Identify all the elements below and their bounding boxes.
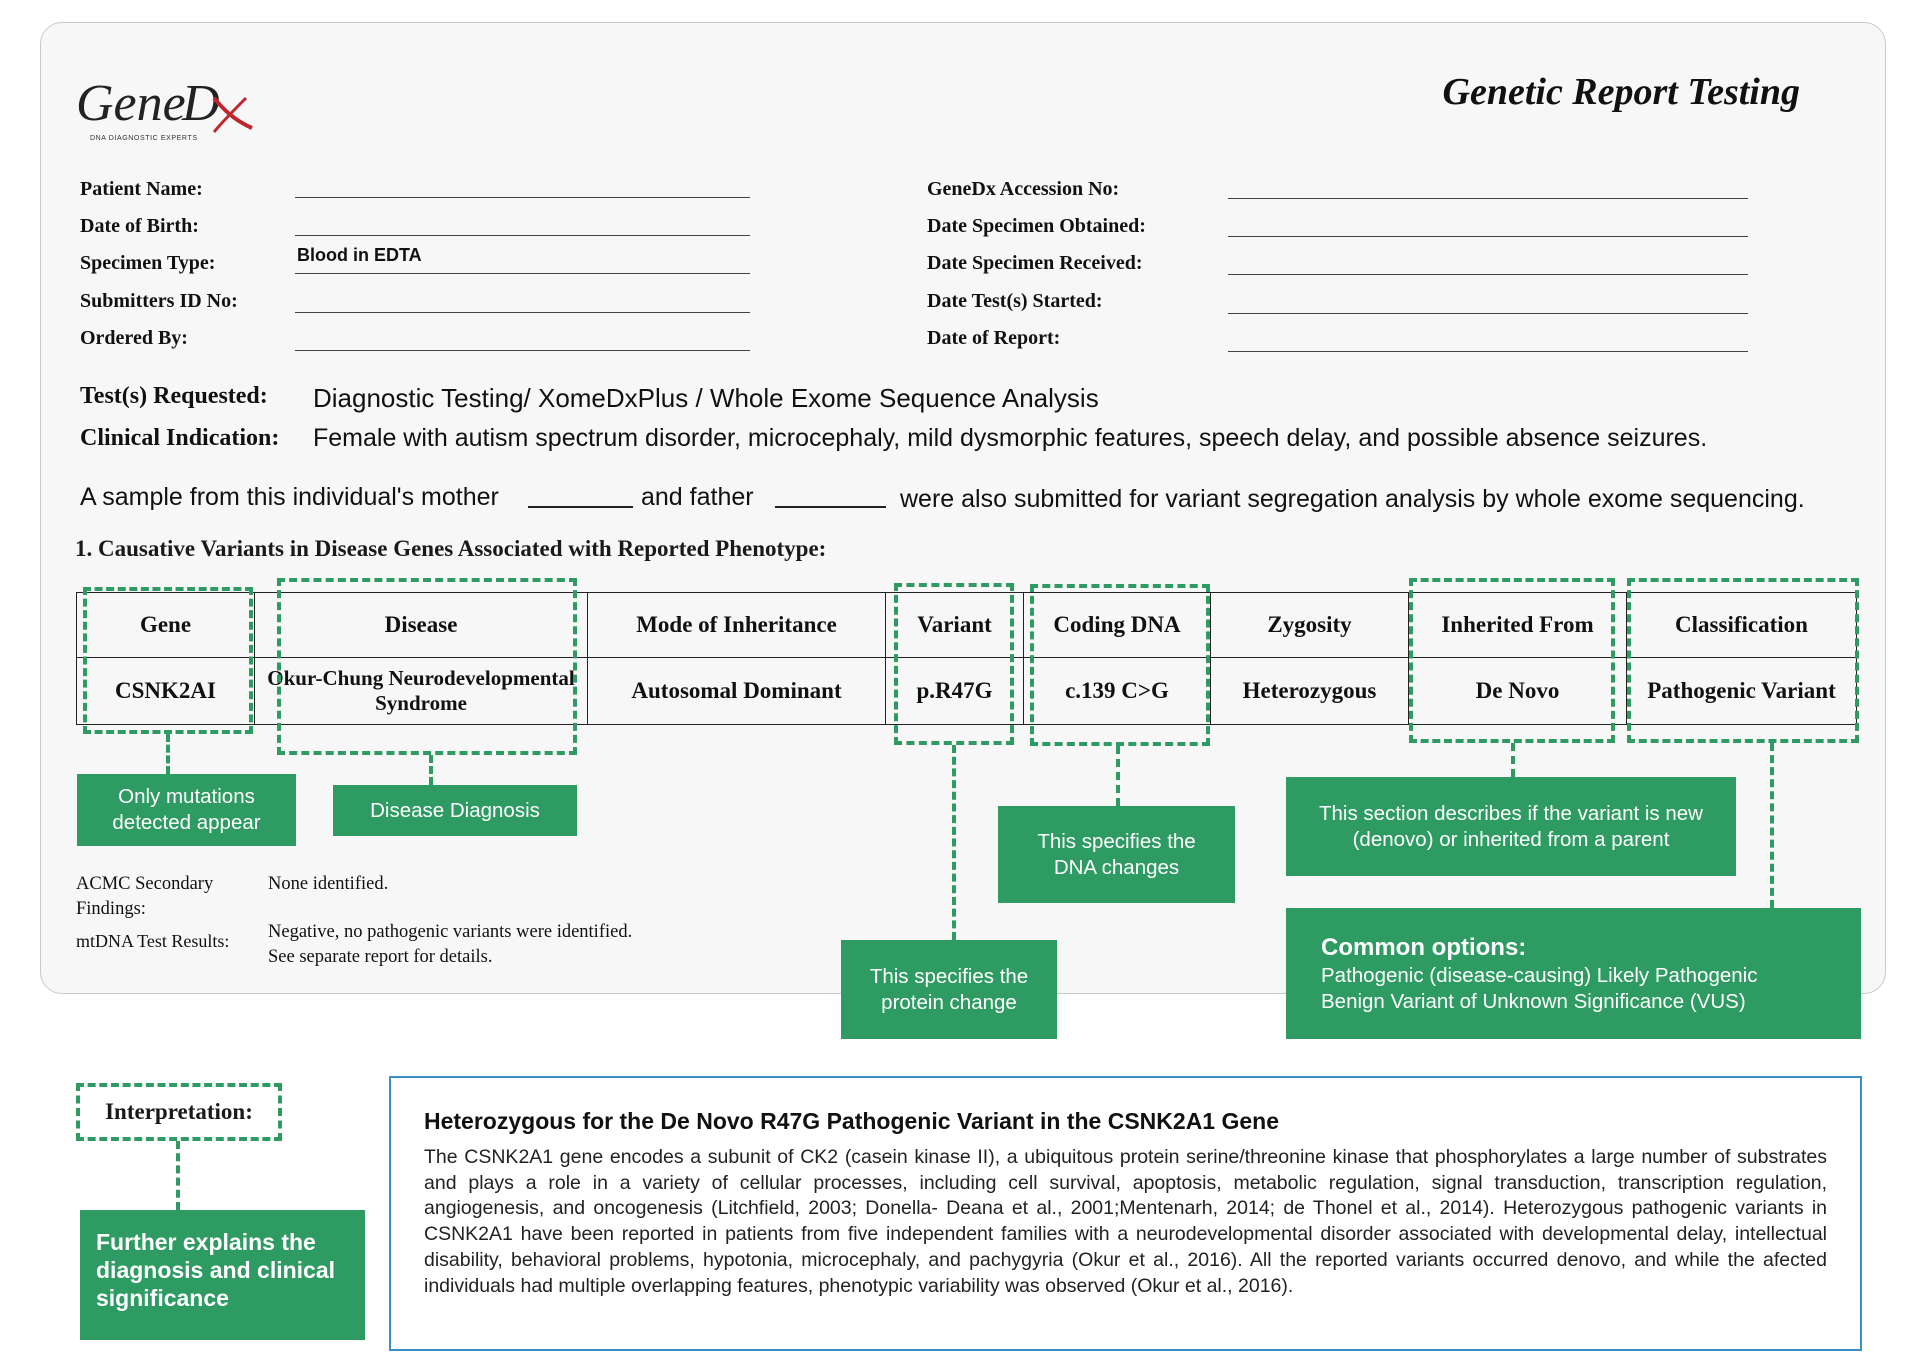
interpretation-body: The CSNK2A1 gene encodes a subunit of CK…: [424, 1146, 1827, 1297]
report-date-label: Date of Report:: [927, 327, 1061, 349]
interpretation-label: Interpretation:: [105, 1099, 253, 1124]
disease-callout-text: Disease Diagnosis: [370, 798, 540, 822]
submitter-id-field[interactable]: [295, 312, 750, 313]
specimen-type-label: Specimen Type:: [80, 252, 216, 274]
mother-sample-blank[interactable]: [528, 506, 633, 508]
tests-requested-value: Diagnostic Testing/ XomeDxPlus / Whole E…: [313, 383, 1099, 413]
classification-connector: [1770, 743, 1774, 908]
inherited-callout: This section describes if the variant is…: [1286, 777, 1736, 876]
genedx-logo: Gene D DNA DIAGNOSTIC EXPERTS: [74, 68, 254, 148]
mtdna-label: mtDNA Test Results:: [76, 931, 230, 951]
interpretation-explain-callout: Further explains the diagnosis and clini…: [80, 1210, 365, 1340]
disease-highlight-box: [277, 578, 577, 755]
gene-callout-text: Only mutations detected appear: [112, 785, 261, 834]
patient-name-label: Patient Name:: [80, 178, 203, 200]
disease-callout: Disease Diagnosis: [333, 785, 577, 836]
header-mode-of-inheritance: Mode of Inheritance: [587, 592, 886, 658]
obtained-label: Date Specimen Obtained:: [927, 215, 1146, 237]
inherited-highlight-box: [1409, 578, 1615, 743]
interpretation-heading: Heterozygous for the De Novo R47G Pathog…: [424, 1108, 1280, 1134]
svg-text:D: D: [181, 75, 220, 132]
disease-connector: [429, 755, 433, 785]
logo-tagline: DNA DIAGNOSTIC EXPERTS: [90, 135, 198, 142]
tests-requested-label: Test(s) Requested:: [80, 383, 268, 409]
inherited-callout-text: This section describes if the variant is…: [1319, 801, 1703, 851]
variant-table-row: CSNK2AI Okur-Chung Neurodevelopmental Sy…: [76, 657, 1857, 725]
coding-dna-callout-text: This specifies the DNA changes: [1037, 829, 1196, 879]
clinical-indication-value: Female with autism spectrum disorder, mi…: [313, 424, 1708, 452]
interpretation-panel: Heterozygous for the De Novo R47G Pathog…: [389, 1076, 1862, 1351]
specimen-type-field[interactable]: [295, 273, 750, 274]
coding-dna-connector: [1116, 746, 1120, 806]
inherited-connector: [1511, 743, 1515, 777]
accession-label: GeneDx Accession No:: [927, 178, 1120, 200]
started-label: Date Test(s) Started:: [927, 290, 1103, 312]
gene-connector: [166, 734, 170, 774]
submitter-id-label: Submitters ID No:: [80, 290, 238, 312]
cell-disease: Okur-Chung Neurodevelopmental Syndrome: [254, 657, 588, 725]
classification-highlight-box: [1627, 578, 1859, 743]
classification-callout-title: Common options:: [1321, 933, 1527, 961]
ordered-by-label: Ordered By:: [80, 327, 188, 349]
cell-classification: Pathogenic Variant: [1626, 657, 1857, 725]
cell-mode-of-inheritance: Autosomal Dominant: [587, 657, 886, 725]
header-zygosity: Zygosity: [1210, 592, 1409, 658]
cell-inherited-from: De Novo: [1408, 657, 1627, 725]
variant-table-header-row: Gene Disease Mode of Inheritance Variant…: [76, 592, 1857, 658]
specimen-type-value: Blood in EDTA: [297, 245, 422, 265]
acmg-label: ACMC Secondary Findings:: [76, 874, 214, 919]
sample-sentence-part3: were also submitted for variant segregat…: [900, 485, 1805, 513]
classification-callout-line2: Benign Variant of Unknown Significance (…: [1321, 989, 1746, 1013]
clinical-indication-label: Clinical Indication:: [80, 425, 280, 451]
sample-sentence-part2: and father: [641, 483, 754, 511]
variant-callout-text: This specifies the protein change: [869, 964, 1029, 1014]
coding-dna-highlight-box: [1030, 584, 1210, 746]
cell-variant: p.R47G: [885, 657, 1024, 725]
interpretation-explain-text: Further explains the diagnosis and clini…: [96, 1229, 336, 1312]
ordered-by-field[interactable]: [295, 350, 750, 351]
cell-gene: CSNK2AI: [76, 657, 255, 725]
cell-zygosity: Heterozygous: [1210, 657, 1409, 725]
svg-text:Gene: Gene: [76, 75, 186, 132]
coding-dna-callout: This specifies the DNA changes: [998, 806, 1235, 903]
obtained-field[interactable]: [1228, 236, 1748, 237]
report-title: Genetic Report Testing: [1442, 71, 1800, 113]
interpretation-label-box: Interpretation:: [76, 1083, 282, 1141]
header-classification: Classification: [1626, 592, 1857, 658]
causative-variants-heading: 1. Causative Variants in Disease Genes A…: [75, 536, 827, 561]
variant-table: Gene Disease Mode of Inheritance Variant…: [76, 592, 1857, 725]
started-field[interactable]: [1228, 313, 1748, 314]
father-sample-blank[interactable]: [775, 506, 886, 508]
gene-callout: Only mutations detected appear: [77, 774, 296, 846]
variant-connector: [952, 745, 956, 940]
dob-label: Date of Birth:: [80, 215, 199, 237]
classification-callout: Common options: Pathogenic (disease-caus…: [1286, 908, 1861, 1039]
mtdna-value-line2: See separate report for details.: [268, 947, 493, 967]
gene-highlight-box: [83, 587, 253, 734]
variant-highlight-box: [894, 583, 1014, 745]
patient-name-field[interactable]: [295, 197, 750, 198]
received-field[interactable]: [1228, 274, 1748, 275]
mtdna-value-line1: Negative, no pathogenic variants were id…: [268, 922, 633, 942]
interpretation-connector: [176, 1141, 180, 1210]
variant-callout: This specifies the protein change: [841, 940, 1057, 1039]
header-variant: Variant: [885, 592, 1024, 658]
acmg-value: None identified.: [268, 874, 389, 894]
sample-sentence-part1: A sample from this individual's mother: [80, 483, 499, 511]
accession-field[interactable]: [1228, 198, 1748, 199]
genedx-logo-mark: Gene D: [76, 75, 253, 133]
report-date-field[interactable]: [1228, 351, 1748, 352]
received-label: Date Specimen Received:: [927, 252, 1143, 274]
header-coding-dna: Coding DNA: [1023, 592, 1211, 658]
cell-coding-dna: c.139 C>G: [1023, 657, 1211, 725]
classification-callout-line1: Pathogenic (disease-causing) Likely Path…: [1321, 963, 1758, 987]
dob-field[interactable]: [295, 235, 750, 236]
